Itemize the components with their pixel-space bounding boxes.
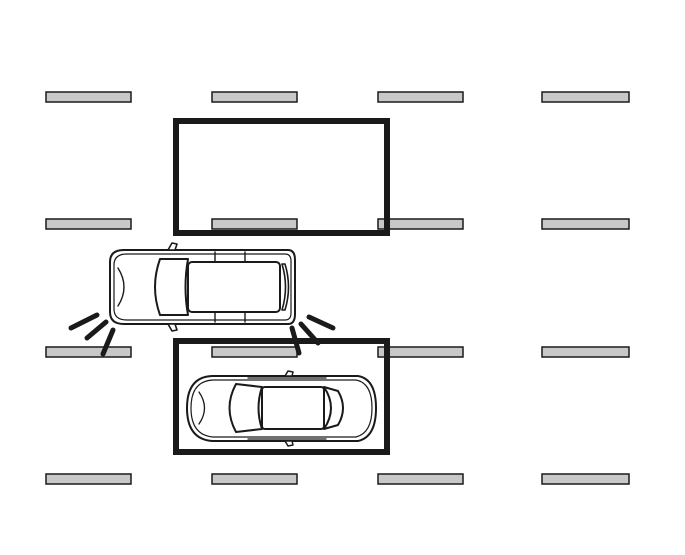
parking-space-empty <box>173 118 390 236</box>
sensor-lines-rear <box>289 314 336 356</box>
suv-mirror <box>167 242 178 251</box>
sensor-line <box>68 312 100 331</box>
sensor-line <box>100 327 116 357</box>
sensor-line <box>84 319 109 341</box>
suv-hood-line <box>117 267 125 307</box>
sedan-body-inner <box>190 379 373 438</box>
lane-markings <box>45 91 630 485</box>
sedan-vehicle <box>186 370 377 447</box>
lane-marking <box>541 346 630 358</box>
suv-mirror <box>167 323 178 332</box>
sedan-hood-line <box>198 391 206 425</box>
lane-marking <box>211 346 298 358</box>
lane-marking <box>45 346 132 358</box>
sedan-mirror <box>284 370 294 377</box>
parking-space-occupied <box>173 338 390 455</box>
sedan-roof <box>261 386 325 430</box>
lane-marking <box>377 346 464 358</box>
lane-marking <box>377 473 464 485</box>
sedan-mirror <box>284 440 294 447</box>
suv-vehicle <box>109 242 296 332</box>
suv-windshield <box>154 258 189 316</box>
lane-marking <box>211 218 298 230</box>
sedan-windshield <box>228 383 263 433</box>
lane-marking <box>45 473 132 485</box>
lane-marking <box>211 473 298 485</box>
lane-marking <box>541 473 630 485</box>
lane-marking <box>541 91 630 103</box>
lane-marking <box>45 91 132 103</box>
lane-marking <box>45 218 132 230</box>
suv-body-inner <box>113 253 292 321</box>
suv-roof <box>187 261 281 313</box>
lane-marking <box>377 218 464 230</box>
sensor-lines-front <box>68 312 116 357</box>
lane-marking <box>541 218 630 230</box>
lane-marking <box>377 91 464 103</box>
sedan-rear-window <box>323 386 344 430</box>
lane-marking <box>211 91 298 103</box>
sensor-line <box>298 321 321 346</box>
suv-rear-window <box>281 263 290 311</box>
sensor-line <box>306 314 336 331</box>
sensor-line <box>289 325 302 356</box>
